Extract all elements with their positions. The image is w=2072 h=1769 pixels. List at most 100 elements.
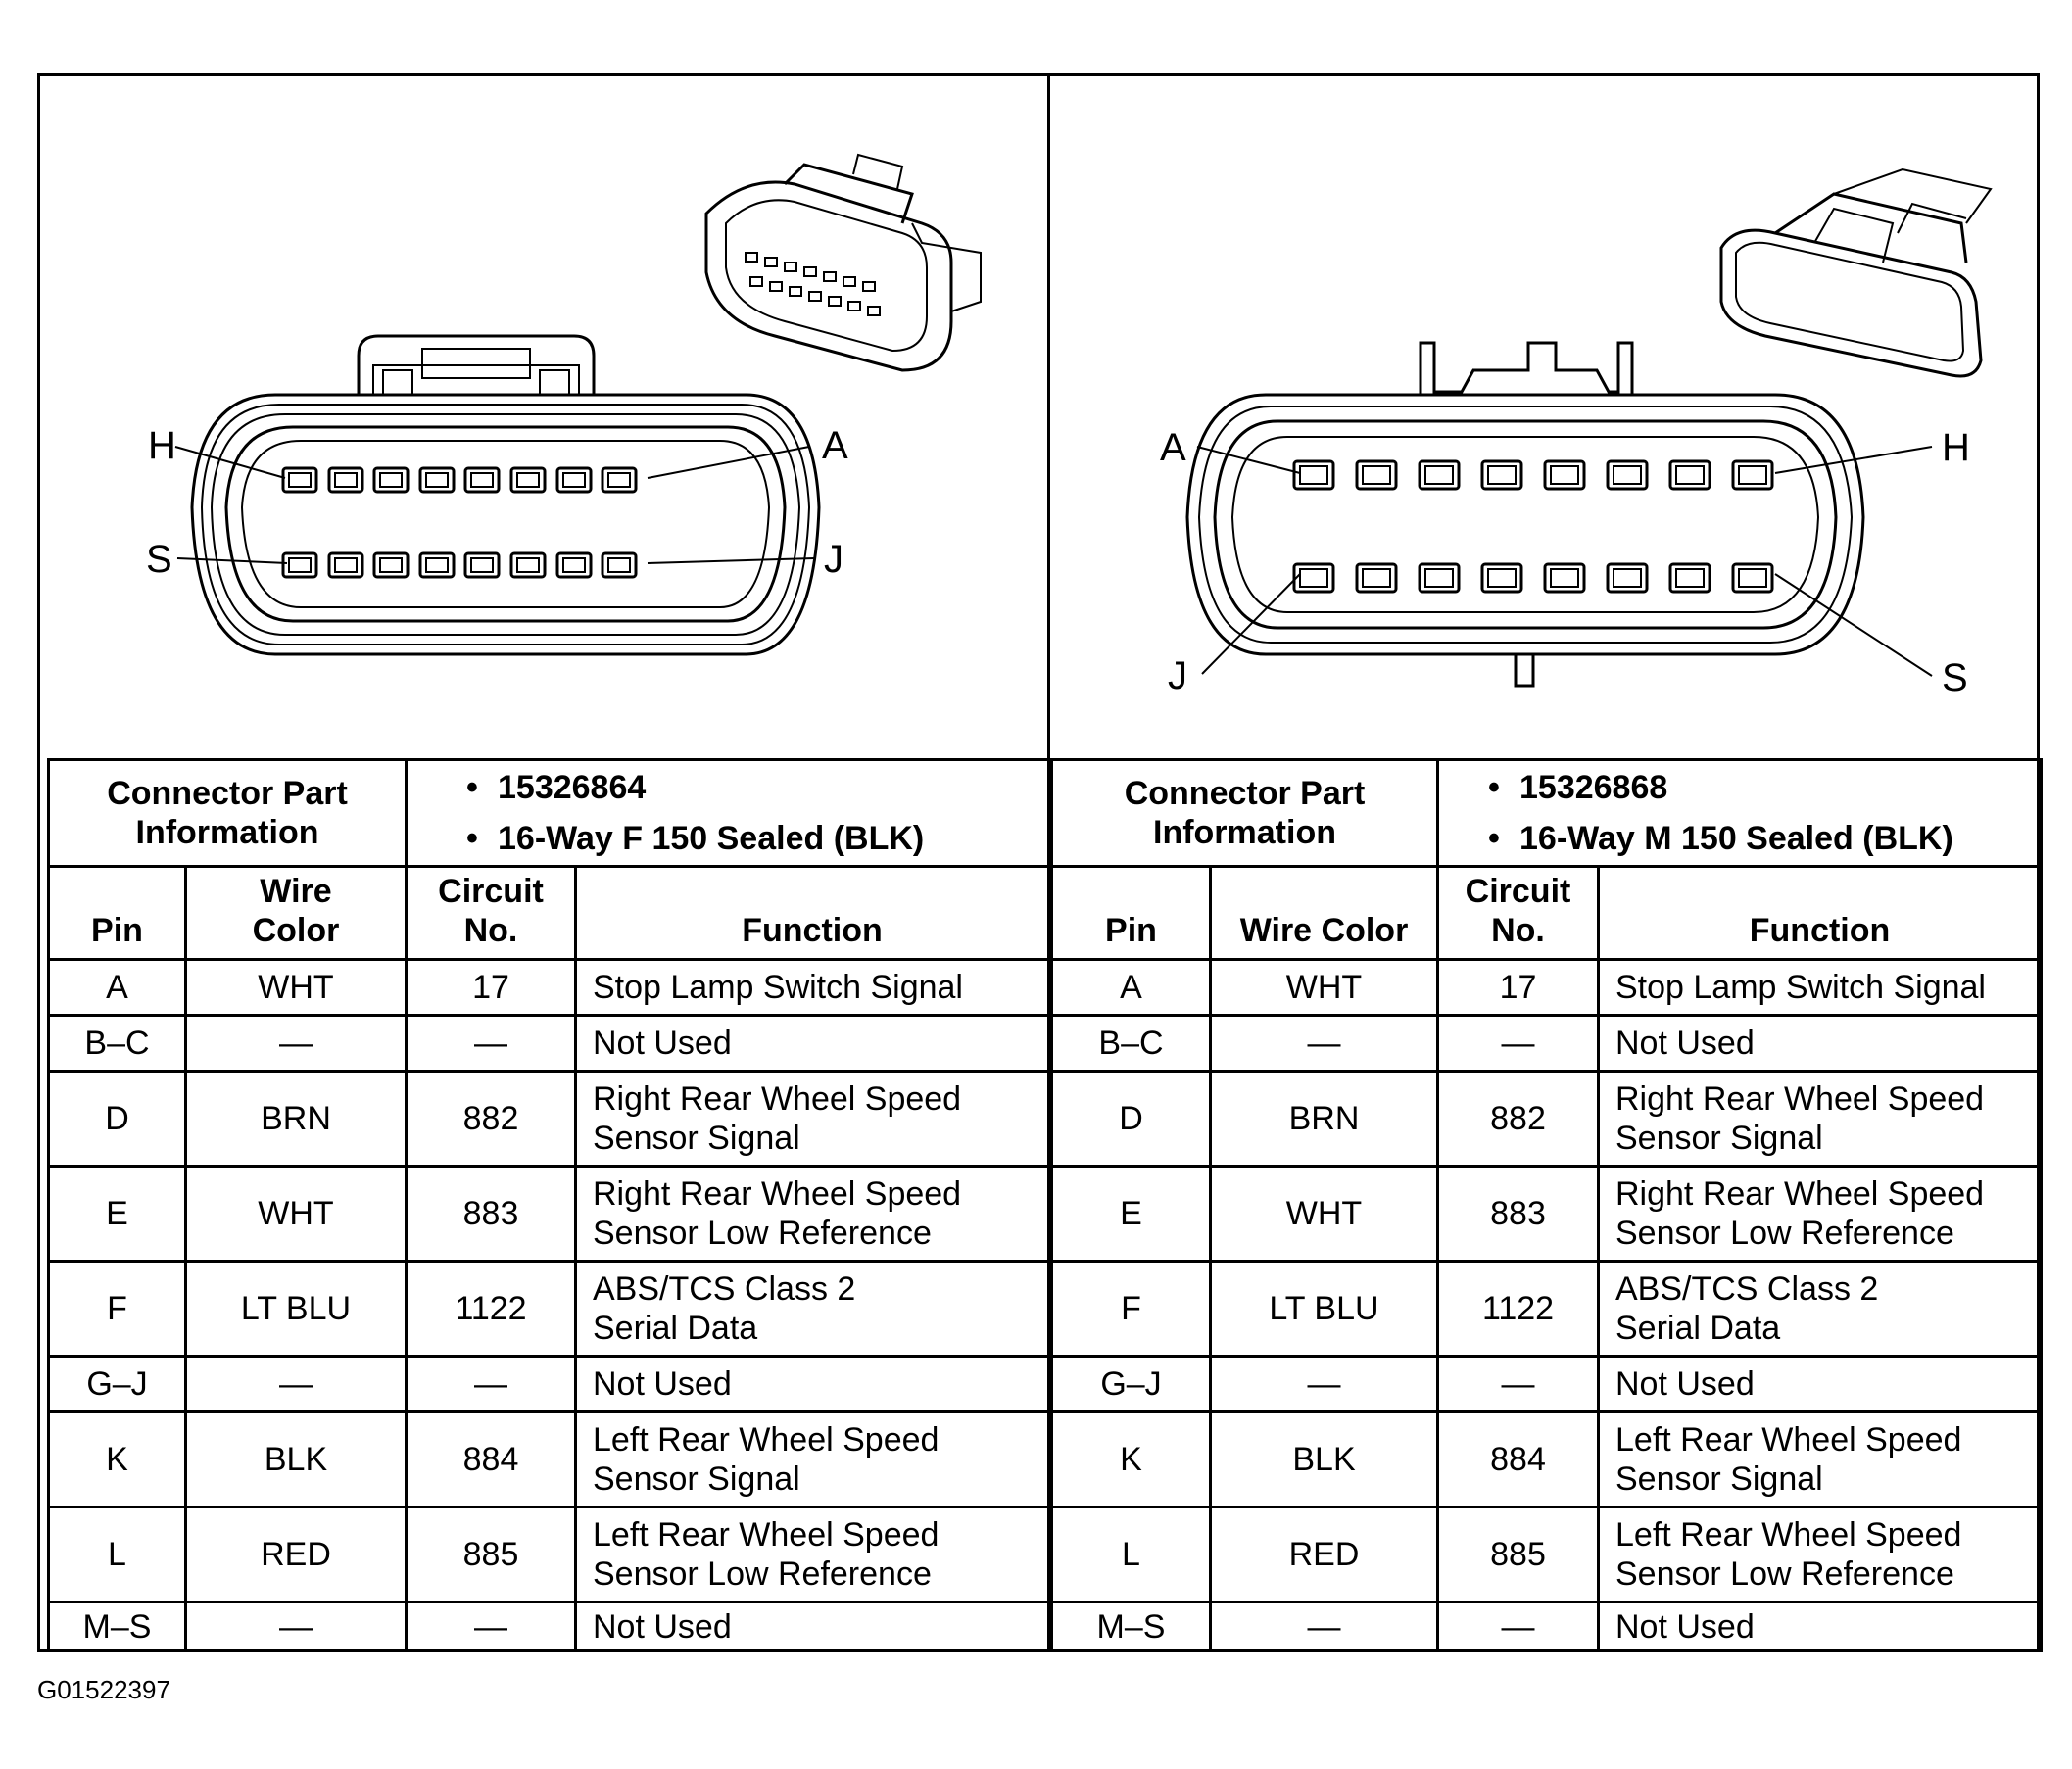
pin-cell: D [47, 1070, 187, 1168]
wire-color-cell: BRN [184, 1070, 408, 1168]
right-col-wire-color: Wire Color [1209, 865, 1439, 961]
pin-cavity-inner [1299, 568, 1328, 588]
circuit-cell: 884 [1436, 1410, 1600, 1508]
pin-cavity-inner [1738, 465, 1767, 485]
circuit-cell: — [405, 1014, 577, 1073]
pin-cavity-inner [1424, 465, 1454, 485]
pin-cell: F [1050, 1260, 1212, 1358]
wire-color-cell: LT BLU [1209, 1260, 1439, 1358]
circuit-cell: — [405, 1355, 577, 1413]
function-line: ABS/TCS Class 2 [593, 1270, 856, 1308]
left-label-bottom-left: S [146, 538, 172, 581]
pin-cavity-inner [516, 557, 540, 573]
wire-color-cell: — [1209, 1014, 1439, 1073]
function-line: Sensor Signal [593, 1460, 800, 1498]
right-info-header: Connector Part Information [1050, 758, 1439, 868]
wire-color-cell: — [1209, 1601, 1439, 1652]
pin-cavity-inner [470, 557, 494, 573]
function-cell: Stop Lamp Switch Signal [574, 958, 1050, 1017]
function-line: Stop Lamp Switch Signal [593, 969, 963, 1006]
pin-cell: A [1050, 958, 1212, 1017]
function-line: Left Rear Wheel Speed [1615, 1421, 1962, 1458]
pin-cell: K [47, 1410, 187, 1508]
pin-cell: G–J [1050, 1355, 1212, 1413]
pin-cavity-inner [1738, 568, 1767, 588]
wire-color-cell: WHT [1209, 1165, 1439, 1263]
left-connector-iso [704, 153, 982, 372]
pin-cavity-inner [379, 557, 403, 573]
col-label: Wire [260, 873, 332, 910]
circuit-cell: 1122 [405, 1260, 577, 1358]
right-col-function: Function [1596, 865, 2044, 961]
circuit-cell: — [1436, 1014, 1600, 1073]
function-cell: Not Used [1596, 1355, 2044, 1413]
function-line: Not Used [593, 1025, 732, 1062]
left-part-number: 15326864 [498, 769, 647, 806]
wire-color-cell: RED [1209, 1506, 1439, 1603]
pin-cavity-inner [288, 557, 312, 573]
bullet: • [466, 769, 478, 806]
bullet: • [1488, 820, 1500, 857]
function-cell: Not Used [1596, 1601, 2044, 1652]
function-line: Sensor Low Reference [593, 1555, 932, 1593]
circuit-cell: 17 [1436, 958, 1600, 1017]
pin-cell: M–S [47, 1601, 187, 1652]
col-label: Circuit [1465, 873, 1571, 910]
function-line: Right Rear Wheel Speed [1615, 1175, 1985, 1213]
left-info-header: Connector Part Information [47, 758, 408, 868]
pin-cell: G–J [47, 1355, 187, 1413]
left-label-bottom-right: J [824, 538, 843, 581]
left-connector-drawing: H A S J [146, 153, 982, 656]
function-line: Not Used [1615, 1025, 1755, 1062]
wire-color-cell: LT BLU [184, 1260, 408, 1358]
pin-cavity-inner [334, 557, 358, 573]
pin-cavity-inner [1675, 465, 1705, 485]
circuit-cell: — [1436, 1355, 1600, 1413]
wire-color-cell: — [184, 1601, 408, 1652]
pin-cavity-inner [1424, 568, 1454, 588]
wire-color-cell: RED [184, 1506, 408, 1603]
function-cell: Not Used [1596, 1014, 2044, 1073]
pin-cavity-inner [562, 472, 586, 488]
col-label: No. [463, 912, 518, 949]
left-label-top-right: A [822, 424, 848, 467]
table-row: B–C——Not Used [1050, 1014, 2044, 1073]
wire-color-cell: WHT [184, 958, 408, 1017]
pin-cavity-inner [1550, 465, 1579, 485]
function-line: Right Rear Wheel Speed [593, 1080, 962, 1118]
left-body-outer [190, 393, 821, 656]
right-connector-drawing: A H J S [1160, 167, 1993, 699]
bullet: • [1488, 769, 1500, 806]
circuit-cell: 1122 [1436, 1260, 1600, 1358]
function-line: Sensor Signal [1615, 1460, 1823, 1498]
pin-cavity-inner [1550, 568, 1579, 588]
pin-cavity-inner [1299, 465, 1328, 485]
pin-cell: L [47, 1506, 187, 1603]
pin-cavity-inner [425, 472, 449, 488]
pin-cavity-inner [425, 557, 449, 573]
wire-color-cell: — [184, 1355, 408, 1413]
function-cell: Not Used [574, 1014, 1050, 1073]
wire-color-cell: WHT [1209, 958, 1439, 1017]
circuit-cell: 884 [405, 1410, 577, 1508]
pin-cell: B–C [1050, 1014, 1212, 1073]
right-col-pin: Pin [1050, 865, 1212, 961]
wire-color-cell: — [1209, 1355, 1439, 1413]
pin-cavity-inner [1362, 465, 1391, 485]
right-label-top-right: H [1942, 426, 1970, 469]
